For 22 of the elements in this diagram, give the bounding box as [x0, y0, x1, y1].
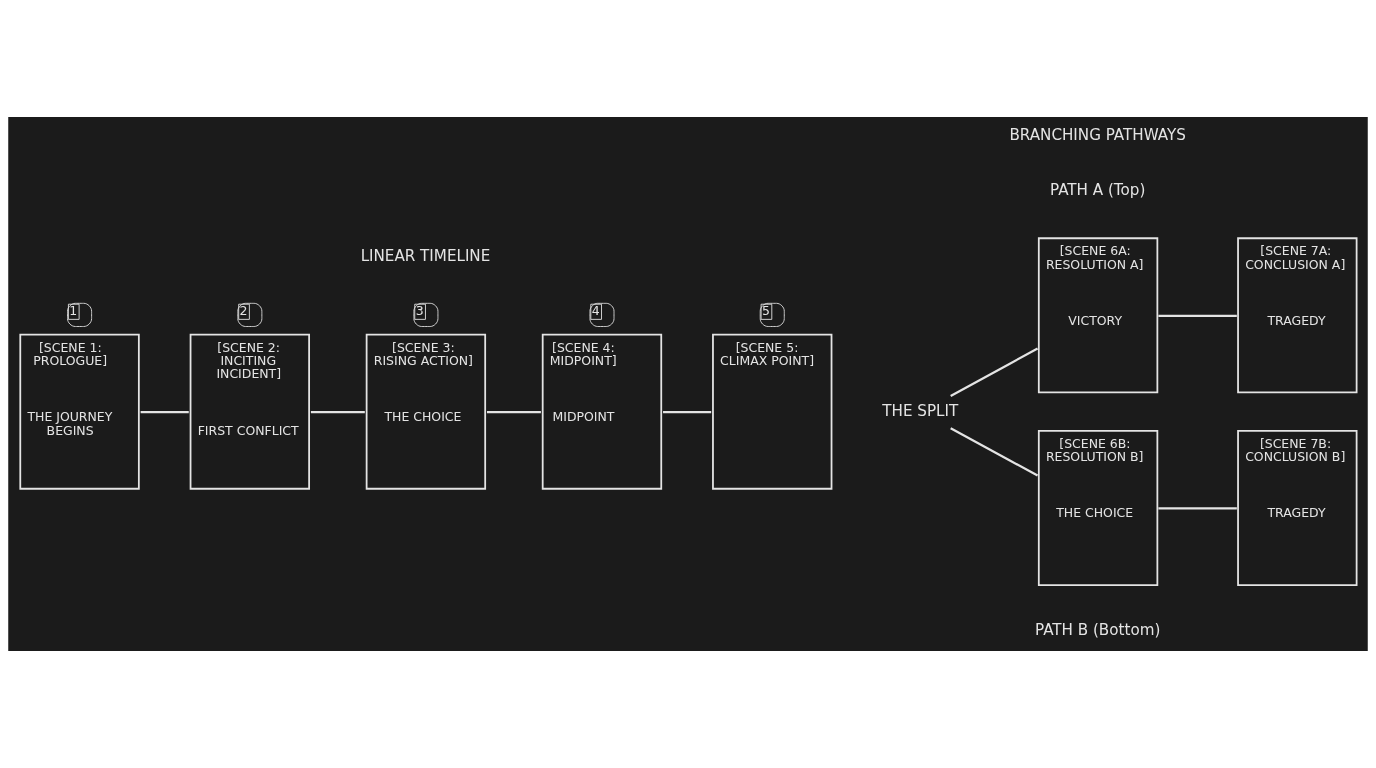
node-text: THE SPLIT [882, 401, 959, 420]
node-label: 5 [761, 303, 770, 319]
node-label: 2 [239, 303, 248, 319]
label: LINEAR TIMELINE [360, 246, 491, 265]
node-label: 1 [69, 303, 78, 319]
label: PATH B (Bottom) [1034, 621, 1161, 640]
label: PATH A (Top) [1049, 180, 1146, 199]
label: BRANCHING PATHWAYS [1009, 126, 1186, 145]
connector [1158, 314, 1237, 317]
node-box: [SCENE 7A: CONCLUSION A] TRAGEDY [1237, 237, 1358, 394]
connector [950, 347, 1039, 397]
node-box: [SCENE 6A: RESOLUTION A] VICTORY [1037, 237, 1159, 394]
connector [950, 427, 1039, 477]
node-box: [SCENE 6B: RESOLUTION B] THE CHOICE [1037, 429, 1159, 586]
connector [140, 410, 189, 414]
connector [486, 410, 541, 414]
connector [1158, 507, 1237, 510]
node-box: [SCENE 7B: CONCLUSION B] TRAGEDY [1237, 429, 1358, 586]
node-label: 4 [591, 303, 600, 319]
node-label: 3 [415, 303, 424, 319]
connector [663, 410, 712, 414]
connector [310, 410, 365, 414]
